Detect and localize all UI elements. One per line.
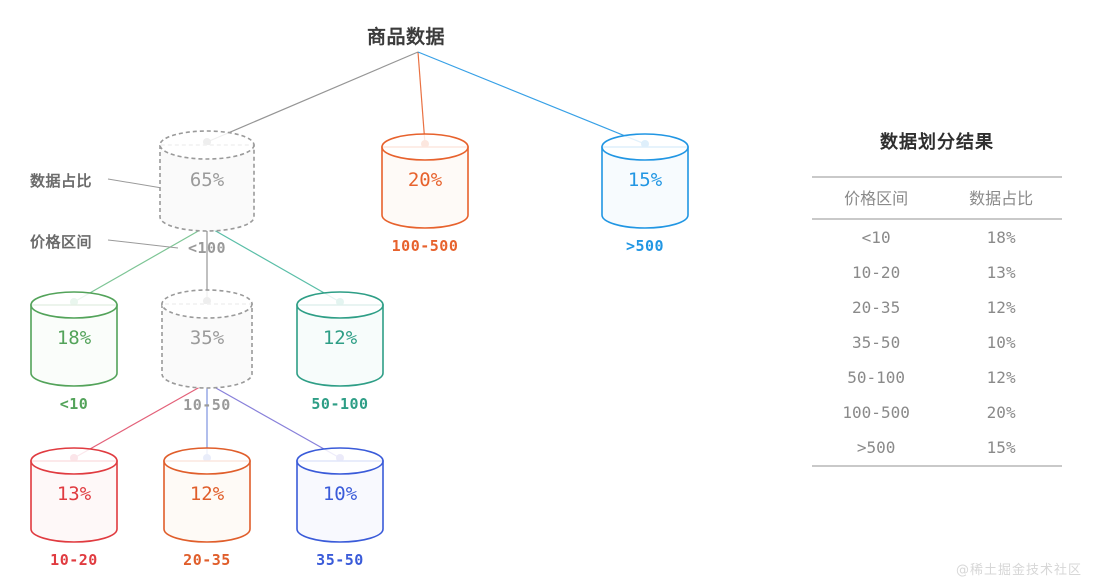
connector-line	[73, 225, 208, 303]
connector-dot	[203, 454, 211, 462]
table-row: 50-100 12%	[812, 360, 1062, 395]
node-range-n-10-20: 10-20	[50, 551, 98, 569]
connector-dot	[421, 140, 429, 148]
cylinder-top	[30, 291, 118, 319]
connector-line	[206, 225, 341, 303]
cell-data-share: 12%	[986, 368, 1016, 387]
cell-data-share: 12%	[986, 298, 1016, 317]
node-percent-n-10-20: 13%	[56, 483, 92, 505]
connector-line	[417, 51, 426, 145]
node-range-n-50-100: 50-100	[311, 395, 369, 413]
cylinder-top	[381, 133, 469, 161]
node-percent-n-10-50: 35%	[189, 327, 225, 349]
result-table: 价格区间 数据占比 <10 18% 10-20 13% 20-35 12% 35-50 10%…	[812, 176, 1062, 467]
cylinder-top	[30, 447, 118, 475]
page-title: 商品数据	[367, 26, 446, 48]
cell-price-range: 100-500	[842, 403, 910, 422]
cylinder-top	[159, 130, 255, 160]
watermark: @稀土掘金技术社区	[955, 563, 1082, 578]
cell-price-range: 10-20	[852, 263, 901, 282]
cell-price-range: 35-50	[852, 333, 901, 352]
node-range-n-gt500: >500	[625, 237, 665, 255]
node-range-n-lt10: <10	[59, 395, 89, 413]
connector-dot	[70, 454, 78, 462]
cell-price-range: <10	[861, 228, 891, 247]
table-row: 20-35 12%	[812, 290, 1062, 325]
connector-line	[206, 51, 419, 143]
price-range-label: 价格区间	[30, 233, 93, 251]
table-body: <10 18% 10-20 13% 20-35 12% 35-50 10% 50-100 12% 1…	[812, 219, 1062, 467]
cell-data-share: 10%	[986, 333, 1016, 352]
node-range-n-35-50: 35-50	[316, 551, 364, 569]
cell-price-range: 50-100	[847, 368, 906, 387]
table-row: 100-500 20%	[812, 395, 1062, 430]
connector-dot	[336, 454, 344, 462]
cylinder-top	[296, 291, 384, 319]
cell-price-range: >500	[812, 430, 941, 467]
connector-dot	[641, 140, 649, 148]
node-percent-n-35-50: 10%	[322, 483, 358, 505]
table-header-row: 价格区间 数据占比	[812, 176, 1062, 220]
table-row: 35-50 10%	[812, 325, 1062, 360]
result-table-panel: 数据划分结果 价格区间 数据占比 <10 18% 10-20 13% 20-35 12% 3…	[812, 128, 1062, 467]
node-percent-n-gt500: 15%	[627, 169, 663, 191]
node-percent-n-lt100: 65%	[189, 169, 225, 191]
cell-data-share: 15%	[940, 430, 1062, 467]
cell-data-share: 13%	[986, 263, 1016, 282]
node-range-n-10-50: 10-50	[183, 396, 231, 414]
node-range-n-100-500: 100-500	[391, 237, 459, 255]
cell-data-share: 20%	[986, 403, 1016, 422]
cylinder-top	[161, 289, 253, 319]
table-header-data-share: 数据占比	[940, 176, 1062, 220]
connector-line	[417, 51, 646, 145]
cell-price-range: 20-35	[852, 298, 901, 317]
table-row: <10 18%	[812, 219, 1062, 255]
cylinder-top	[296, 447, 384, 475]
result-table-title: 数据划分结果	[880, 132, 994, 153]
table-header-price-range: 价格区间	[812, 176, 941, 220]
connector-dot	[203, 138, 211, 146]
connector-dot	[203, 297, 211, 305]
cylinder-top	[601, 133, 689, 161]
node-range-n-20-35: 20-35	[183, 551, 231, 569]
node-percent-n-50-100: 12%	[322, 327, 358, 349]
node-percent-n-20-35: 12%	[189, 483, 225, 505]
node-range-n-lt100: <100	[187, 239, 227, 257]
node-percent-n-100-500: 20%	[407, 169, 443, 191]
cell-data-share: 18%	[986, 228, 1016, 247]
connector-dot	[70, 298, 78, 306]
data-share-label: 数据占比	[30, 172, 93, 190]
cylinder-top	[163, 447, 251, 475]
node-percent-n-lt10: 18%	[56, 327, 92, 349]
connector-dot	[336, 298, 344, 306]
table-row: 10-20 13%	[812, 255, 1062, 290]
